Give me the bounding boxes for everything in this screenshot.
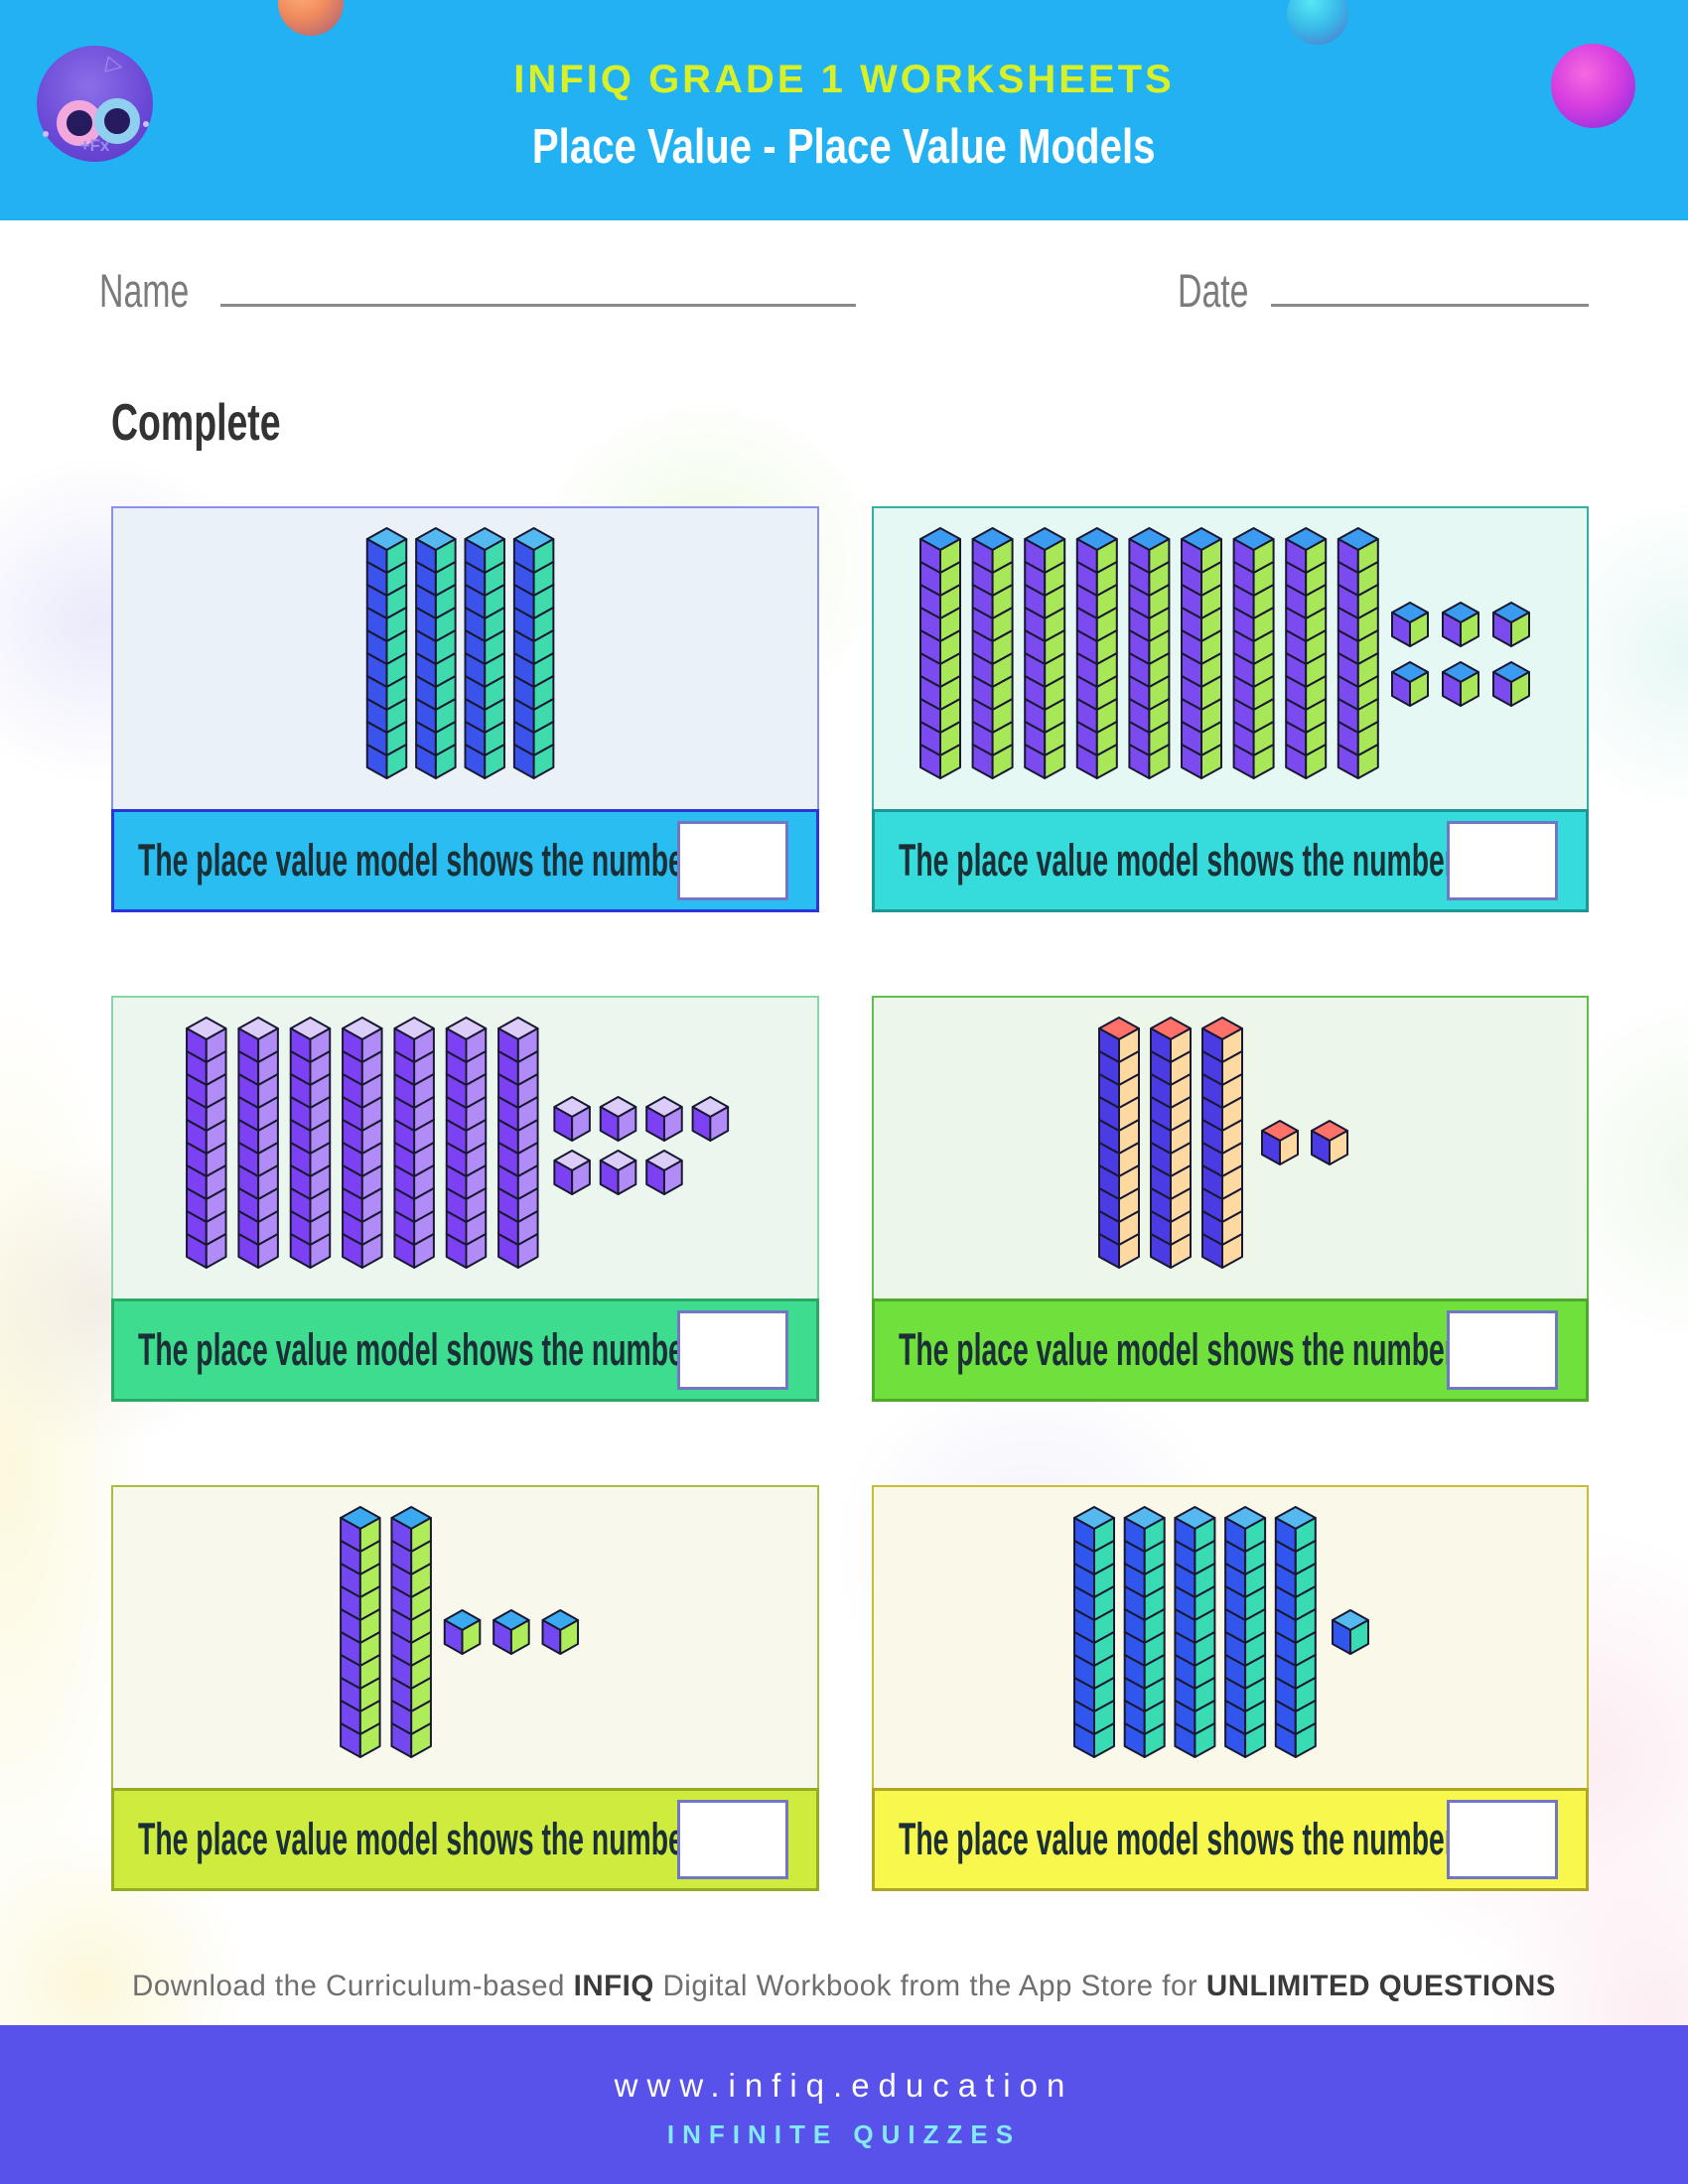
answer-bar: The place value model shows the number (111, 809, 819, 912)
answer-box[interactable] (1447, 821, 1558, 900)
answer-box[interactable] (1447, 1310, 1558, 1390)
answer-caption: The place value model shows the number (138, 1324, 695, 1375)
logo-right-eye-icon (94, 98, 140, 144)
logo-fx-glyph: +Fx (79, 136, 110, 155)
question-panel: The place value model shows the number (872, 506, 1589, 912)
name-label: Name (99, 264, 190, 317)
logo-sparkle-icon (143, 121, 149, 127)
question-panel: The place value model shows the number (872, 996, 1589, 1402)
decorative-sphere-magenta (1551, 44, 1635, 128)
place-value-model (874, 508, 1587, 807)
name-line[interactable] (220, 304, 856, 307)
page-title: Place Value - Place Value Models (0, 119, 1688, 175)
question-panel: The place value model shows the number (111, 1485, 819, 1891)
answer-caption: The place value model shows the number (899, 835, 1456, 886)
footer-note: Download the Curriculum-based INFIQ Digi… (132, 1970, 1556, 2002)
base-ten-blocks-figure (1073, 1506, 1369, 1758)
answer-box[interactable] (677, 821, 788, 900)
place-value-model (113, 998, 817, 1297)
answer-bar: The place value model shows the number (872, 809, 1589, 912)
answer-bar: The place value model shows the number (872, 1298, 1589, 1402)
base-ten-blocks-figure (1098, 1017, 1348, 1269)
worksheet-series-title: INFIQ GRADE 1 WORKSHEETS (513, 58, 1175, 101)
page-title-text: Place Value - Place Value Models (532, 120, 1156, 174)
answer-caption: The place value model shows the number (138, 1814, 695, 1864)
answer-bar: The place value model shows the number (111, 1788, 819, 1891)
place-value-model (874, 998, 1587, 1297)
logo-sparkle-icon (43, 131, 49, 137)
answer-caption: The place value model shows the number (138, 835, 695, 886)
website-url[interactable]: www.infiq.education (614, 2067, 1074, 2104)
answer-bar: The place value model shows the number (111, 1298, 819, 1402)
answer-bar: The place value model shows the number (872, 1788, 1589, 1891)
footer-emphasis: UNLIMITED QUESTIONS (1205, 1970, 1556, 2002)
answer-box[interactable] (1447, 1800, 1558, 1879)
question-panel: The place value model shows the number (111, 506, 819, 912)
place-value-model (113, 508, 817, 807)
base-ten-blocks-figure (365, 527, 555, 779)
infiq-logo: ▷ +Fx (37, 46, 153, 162)
answer-caption: The place value model shows the number (899, 1324, 1456, 1375)
question-panel: The place value model shows the number (111, 996, 819, 1402)
base-ten-blocks-figure (919, 527, 1530, 779)
play-icon: ▷ (103, 50, 126, 78)
footer-bar: www.infiq.education INFINITE QUIZZES (0, 2025, 1688, 2184)
logo-left-eye-icon (57, 100, 102, 146)
footer-brand: INFIQ (573, 1970, 654, 2002)
footer-tagline: INFINITE QUIZZES (666, 2119, 1022, 2149)
answer-caption: The place value model shows the number (899, 1814, 1456, 1864)
answer-box[interactable] (677, 1800, 788, 1879)
base-ten-blocks-figure (186, 1017, 730, 1269)
answer-box[interactable] (677, 1310, 788, 1390)
date-line[interactable] (1271, 304, 1589, 307)
instruction-heading: Complete (111, 394, 281, 452)
question-panel: The place value model shows the number (872, 1485, 1589, 1891)
place-value-model (874, 1487, 1587, 1786)
base-ten-blocks-figure (340, 1506, 580, 1758)
place-value-model (113, 1487, 817, 1786)
header-banner: INFIQ GRADE 1 WORKSHEETS Place Value - P… (0, 0, 1688, 220)
date-label: Date (1178, 264, 1249, 317)
